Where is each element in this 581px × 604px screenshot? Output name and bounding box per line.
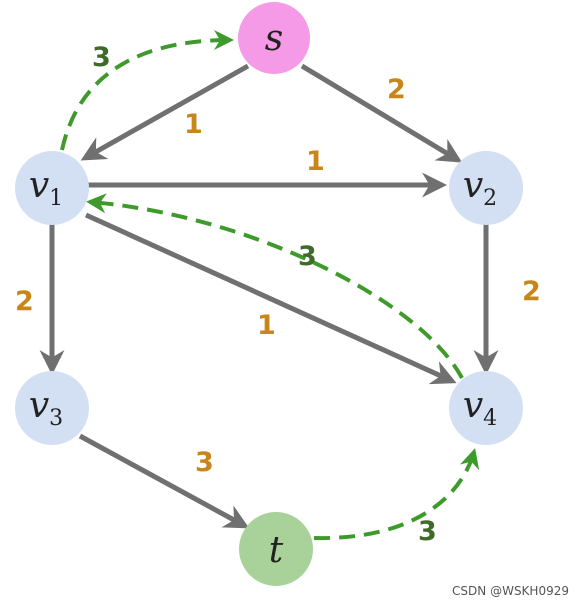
edge-v1-v4 [84, 212, 457, 385]
edge-v3-t [78, 433, 250, 529]
weight-s-v1: 1 [184, 109, 203, 140]
node-v1: v1 [15, 151, 89, 225]
node-v2-subscript: 2 [483, 186, 497, 211]
svg-text:t: t [269, 530, 284, 571]
svg-text:s: s [265, 18, 283, 59]
weight-s-v2: 2 [387, 74, 406, 105]
weight-v1-v3: 2 [15, 286, 34, 317]
node-v4: v4 [449, 371, 523, 445]
edge-s-v2 [300, 63, 463, 163]
weight-dashed-v1-s: 3 [92, 42, 111, 73]
node-v3-label: v [29, 385, 49, 426]
node-v3: v3 [15, 371, 89, 445]
weight-v1-v4: 1 [257, 310, 276, 341]
node-t: t [239, 512, 313, 586]
edge-dashed-v1-s [60, 30, 234, 151]
node-s-label: s [265, 18, 283, 59]
weight-dashed-t-v4: 3 [418, 516, 437, 547]
weight-dashed-v4-v1: 3 [298, 241, 317, 272]
edge-s-v1 [80, 63, 250, 161]
node-v2: v2 [449, 151, 523, 225]
svg-text:v1: v1 [29, 165, 63, 211]
node-s: s [238, 2, 310, 74]
node-v3-subscript: 3 [49, 406, 63, 431]
watermark: CSDN @WSKH0929 [452, 584, 569, 598]
edge-dashed-v4-v1 [86, 193, 464, 379]
svg-text:v2: v2 [463, 165, 497, 211]
weight-v2-v4: 2 [522, 276, 541, 307]
node-v1-label: v [29, 165, 49, 206]
weight-v1-v2: 1 [306, 146, 325, 177]
svg-text:v4: v4 [463, 385, 497, 431]
node-v1-subscript: 1 [49, 186, 63, 211]
node-v4-label: v [463, 385, 483, 426]
weight-v3-t: 3 [195, 447, 214, 478]
edge-dashed-t-v4 [313, 448, 480, 541]
svg-text:v3: v3 [29, 385, 63, 431]
node-v4-subscript: 4 [483, 406, 497, 431]
node-t-label: t [269, 530, 284, 571]
node-v2-label: v [463, 165, 483, 206]
